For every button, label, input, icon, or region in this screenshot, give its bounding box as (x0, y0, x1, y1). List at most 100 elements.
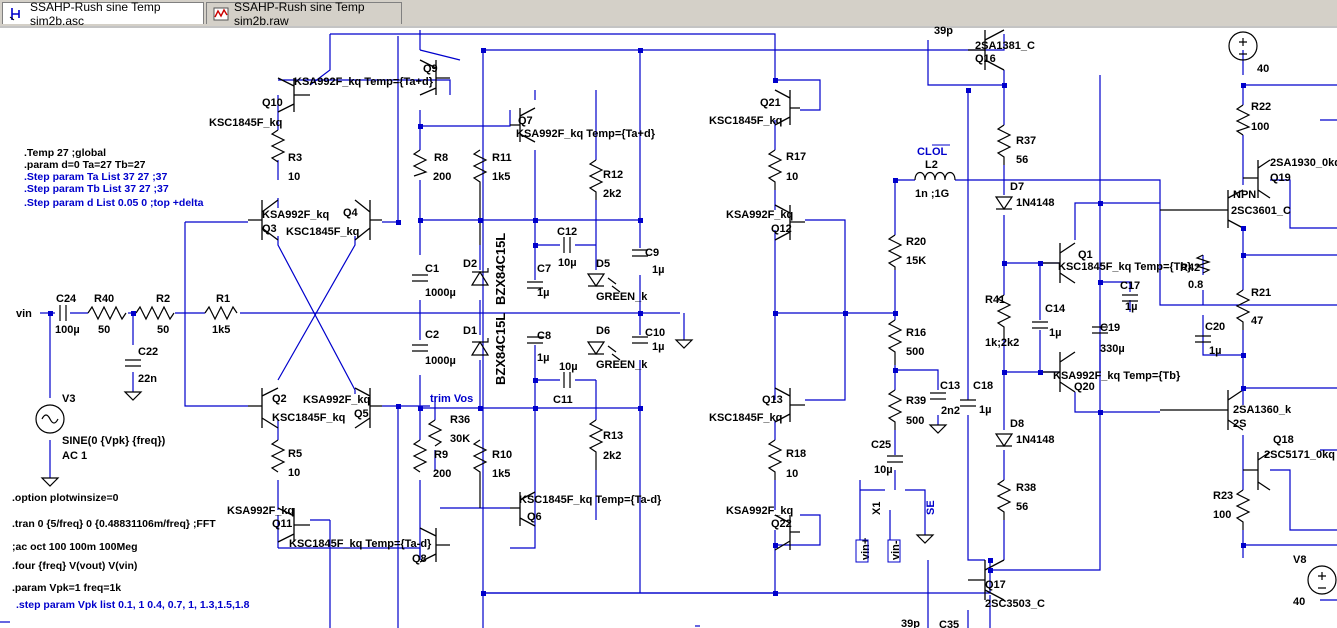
led-d6-rays (607, 345, 621, 361)
value-v3-ac: AC 1 (62, 450, 87, 462)
label-r21: R21 (1251, 287, 1271, 299)
zener-d1 (470, 338, 490, 356)
label-q9: Q9 (423, 63, 438, 75)
transistor-q21 (774, 89, 800, 126)
label-d8: D8 (1010, 418, 1024, 430)
voltage-source-v40 (1228, 31, 1258, 61)
label-d2: D2 (463, 258, 477, 270)
tab-label: SSAHP-Rush sine Temp sim2b.asc (30, 0, 161, 28)
transistor-q11 (277, 507, 310, 543)
value-c19: 330µ (1100, 343, 1125, 355)
blue-labels: trim Vos CL OL SE (430, 146, 948, 515)
transistor-q1 (1040, 242, 1076, 284)
document-tab-bar: SSAHP-Rush sine Temp sim2b.asc SSAHP-Rus… (0, 0, 1337, 28)
ground-c13 (928, 424, 948, 434)
schematic-drawing[interactable]: vin C24 100µ R40 50 R2 50 R1 1k5 C22 22n… (0, 26, 1337, 628)
capacitor-c25 (887, 455, 903, 463)
model-npn: 2SC3601_C (1231, 205, 1291, 217)
label-r37: R37 (1016, 135, 1036, 147)
label-r8: R8 (434, 152, 448, 164)
value-r41: 1k;2k2 (985, 337, 1019, 349)
label-c9: C9 (645, 247, 659, 259)
capacitor-c22 (125, 359, 141, 367)
transistor-q10 (277, 77, 310, 113)
resistor-r39 (887, 389, 903, 430)
label-c20: C20 (1205, 321, 1225, 333)
model-q2: KSC1845F_kq (272, 412, 345, 424)
resistor-r36 (427, 419, 443, 447)
model-q13: KSC1845F_kq (709, 412, 782, 424)
model-q19: 2SA1930_0kq (1270, 157, 1337, 169)
tab-schematic[interactable]: SSAHP-Rush sine Temp sim2b.asc (2, 0, 204, 28)
model-q12: KSA992F_kq (726, 209, 793, 221)
label-c10: C10 (645, 327, 665, 339)
transistor-q6 (510, 491, 536, 527)
value-c9: 1µ (652, 264, 664, 276)
model-q3: KSA992F_kq (262, 209, 329, 221)
model-q11: KSA992F_kq (227, 505, 294, 517)
resistor-r40 (87, 305, 127, 321)
resistor-r18 (767, 439, 783, 480)
resistor-r10 (472, 439, 488, 508)
directive-step-tb: .Step param Tb List 37 27 ;37 (24, 183, 169, 195)
value-r22: 100 (1251, 121, 1269, 133)
value-r23: 100 (1213, 509, 1231, 521)
transistor-q2s (1160, 389, 1244, 431)
resistor-r17 (767, 149, 783, 190)
value-r5: 10 (288, 467, 300, 479)
label-q6: Q6 (527, 511, 542, 523)
model-q17: 2SC3503_C (985, 598, 1045, 610)
led-d5-rays (607, 277, 621, 293)
label-q20: Q20 (1074, 381, 1095, 393)
model-q22: KSA992F_kq (726, 505, 793, 517)
resistor-r8 (412, 149, 428, 177)
model-q4: KSC1845F_kq (286, 226, 359, 238)
label-c8: C8 (537, 330, 551, 342)
capacitor-c24 (59, 305, 67, 321)
capacitor-c11 (563, 372, 571, 388)
label-npn: NPN (1233, 189, 1256, 201)
label-r12: R12 (603, 169, 623, 181)
label-q4: Q4 (343, 207, 359, 219)
model-q6: KSC1845F_kq Temp={Ta-d} (519, 494, 662, 506)
capacitor-c14 (1032, 321, 1048, 329)
value-c20: 1µ (1209, 345, 1221, 357)
tab-label: SSAHP-Rush sine Temp sim2b.raw (234, 0, 365, 28)
resistor-r42 (1195, 254, 1211, 274)
junction-dots (48, 48, 1246, 596)
resistor-r20 (887, 234, 903, 270)
label-x1: X1 (871, 502, 883, 515)
label-r16: R16 (906, 327, 926, 339)
directive-step-vpk: .step param Vpk list 0.1, 1 0.4, 0.7, 1,… (16, 599, 250, 611)
label-r9: R9 (434, 449, 448, 461)
capacitor-c7 (527, 281, 543, 289)
resistor-r5 (270, 439, 286, 473)
waveform-icon (213, 6, 229, 22)
label-l2: L2 (925, 159, 938, 171)
transistor-q5 (354, 387, 382, 429)
label-c24: C24 (56, 293, 77, 305)
label-r23: R23 (1213, 490, 1233, 502)
model-q20: KSA992F_kq Temp={Tb} (1053, 370, 1181, 382)
ground-v3 (40, 477, 60, 487)
transistor-q3 (248, 199, 279, 241)
label-c11: C11 (553, 394, 573, 406)
capacitor-c18 (960, 399, 976, 407)
label-q18: Q18 (1273, 434, 1294, 446)
value-c8: 1µ (537, 352, 549, 364)
transistor-q9 (419, 59, 450, 96)
schematic-canvas[interactable]: vin C24 100µ R40 50 R2 50 R1 1k5 C22 22n… (0, 26, 1337, 628)
value-c1: 1000µ (425, 287, 456, 299)
model-d7: 1N4148 (1016, 197, 1055, 209)
model-q8: KSC1845F_kq Temp={Ta-d} (289, 538, 432, 550)
tab-waveform[interactable]: SSAHP-Rush sine Temp sim2b.raw (206, 0, 402, 28)
value-r12: 2k2 (603, 188, 621, 200)
resistor-r1 (204, 305, 238, 321)
label-r20: R20 (906, 236, 926, 248)
label-q12: Q12 (771, 223, 792, 235)
value-r1: 1k5 (212, 324, 230, 336)
resistor-r12 (588, 159, 604, 200)
value-v8: 40 (1293, 596, 1305, 608)
transistors (248, 29, 1271, 601)
diode-d8 (994, 433, 1014, 448)
